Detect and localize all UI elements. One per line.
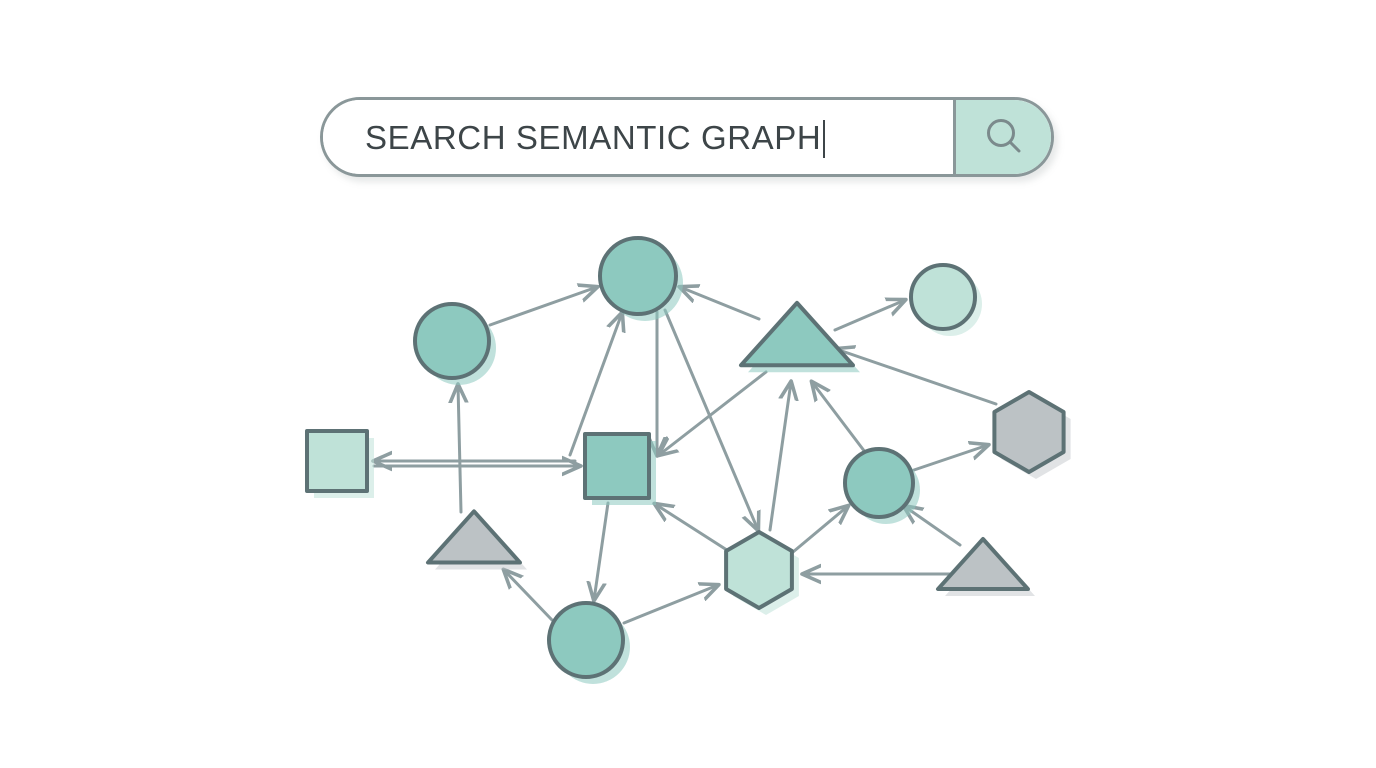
search-query-text: SEARCH SEMANTIC GRAPH bbox=[365, 118, 822, 156]
search-bar[interactable]: SEARCH SEMANTIC GRAPH bbox=[320, 97, 1054, 177]
text-caret bbox=[823, 120, 826, 158]
edge-mint-hexagon-to-teal-triangle bbox=[768, 382, 791, 532]
search-button[interactable] bbox=[956, 100, 1051, 174]
edge-gray-hexagon-to-teal-triangle bbox=[836, 349, 998, 406]
edge-teal-triangle-to-top-circle bbox=[680, 287, 761, 321]
hexagon-node-mint-center[interactable] bbox=[724, 530, 794, 610]
edge-teal-circle-to-teal-triangle bbox=[812, 382, 867, 454]
edge-mint-hexagon-to-teal-square bbox=[655, 504, 732, 554]
circle-node-top-center[interactable] bbox=[598, 236, 678, 316]
edge-teal-square-to-bottom-circle bbox=[594, 501, 610, 600]
search-icon bbox=[986, 119, 1020, 153]
graph-edges bbox=[374, 287, 998, 625]
edge-bottom-circle-to-mint-hexagon bbox=[622, 585, 718, 625]
square-node-mint-left[interactable] bbox=[305, 429, 369, 493]
edge-left-circle-to-top-circle bbox=[488, 287, 597, 327]
graph-nodes bbox=[305, 236, 1066, 679]
edge-bottom-circle-to-gray-triangle bbox=[504, 570, 554, 622]
circle-node-bottom[interactable] bbox=[547, 601, 625, 679]
circle-node-mint-far-right[interactable] bbox=[909, 263, 977, 331]
edge-teal-triangle-to-teal-square bbox=[659, 370, 768, 455]
hexagon-node-gray-right[interactable] bbox=[992, 390, 1066, 474]
edge-mint-hexagon-to-teal-circle bbox=[791, 506, 848, 554]
edge-teal-square-to-top-circle bbox=[568, 313, 622, 457]
triangle-node-teal-right[interactable] bbox=[739, 300, 855, 368]
circle-node-teal-right[interactable] bbox=[843, 447, 915, 519]
edge-teal-triangle-to-mint-circle bbox=[833, 300, 905, 332]
triangle-node-gray-right[interactable] bbox=[936, 536, 1030, 592]
edge-top-circle-to-mint-hexagon bbox=[663, 308, 758, 530]
edge-gray-triangle-to-left-circle bbox=[458, 385, 461, 514]
triangle-node-gray-left[interactable] bbox=[426, 509, 522, 565]
square-node-teal-center[interactable] bbox=[583, 432, 651, 500]
edge-teal-circle-to-gray-hexagon bbox=[912, 445, 988, 472]
edge-gray-triangle-r-to-teal-circle bbox=[904, 506, 962, 547]
circle-node-left-upper[interactable] bbox=[413, 302, 491, 380]
search-input[interactable]: SEARCH SEMANTIC GRAPH bbox=[323, 100, 956, 174]
